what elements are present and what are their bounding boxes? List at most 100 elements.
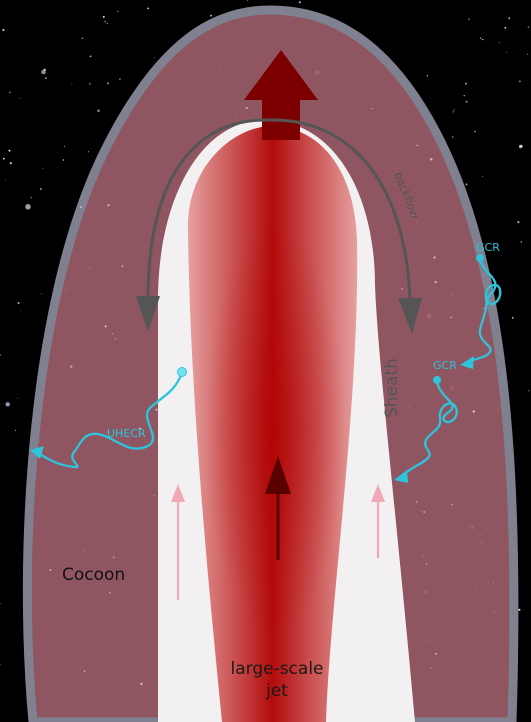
star [45, 77, 47, 79]
cocoon-star [109, 592, 110, 593]
cocoon-star [70, 366, 72, 368]
jet-label-line2: jet [265, 681, 288, 701]
cocoon-star [246, 107, 248, 109]
cocoon-star [140, 683, 142, 685]
star [517, 221, 519, 223]
star [482, 39, 483, 40]
gcr-lower-source-dot [433, 376, 441, 384]
cocoon-star [42, 168, 43, 169]
star [474, 131, 475, 132]
uhecr-source-dot [178, 368, 187, 377]
cocoon-star [473, 410, 475, 412]
cocoon-star [416, 501, 418, 503]
star [427, 75, 429, 77]
cocoon-star [493, 582, 494, 583]
star [466, 101, 468, 103]
cocoon-star [426, 563, 427, 564]
star [19, 98, 20, 99]
cocoon-star [435, 281, 437, 283]
star [40, 188, 42, 190]
star [107, 82, 109, 84]
cocoon-star [108, 204, 110, 206]
sheath-label: Sheath [382, 358, 402, 418]
star [88, 151, 89, 152]
star [518, 609, 520, 611]
cocoon-star [451, 504, 452, 505]
cocoon-star [435, 653, 437, 655]
cocoon-star [494, 611, 495, 612]
star [147, 8, 149, 10]
star [5, 179, 6, 180]
star [15, 430, 16, 431]
star [453, 111, 454, 112]
star [528, 390, 529, 391]
star [18, 302, 20, 304]
star [17, 398, 18, 399]
cocoon-star [401, 288, 403, 290]
star [527, 54, 528, 55]
cocoon-star [105, 325, 107, 327]
gcr-upper-label: GCR [476, 241, 500, 254]
cocoon-star [433, 256, 435, 258]
cocoon-star [417, 145, 419, 147]
jet-core-glow [205, 220, 345, 640]
star [9, 150, 11, 152]
star [482, 176, 483, 177]
cocoon-star [49, 569, 51, 571]
cocoon-star [423, 511, 425, 513]
cocoon-star [80, 206, 82, 208]
star [464, 95, 465, 96]
star [103, 16, 105, 18]
star [210, 15, 212, 17]
cocoon-label: Cocoon [62, 565, 125, 585]
cocoon-star [84, 670, 86, 672]
star [508, 17, 510, 19]
cocoon-star [429, 641, 430, 642]
star [299, 1, 301, 3]
star [506, 52, 507, 53]
cocoon-star [89, 268, 90, 269]
star [512, 317, 514, 319]
uhecr-label: UHECR [107, 427, 146, 440]
star [71, 84, 72, 85]
star [468, 18, 470, 20]
star [521, 145, 523, 147]
star [90, 56, 92, 58]
star [30, 197, 32, 199]
star [504, 27, 506, 29]
cocoon-star [113, 556, 115, 558]
cocoon-star [119, 78, 120, 79]
star [452, 136, 454, 138]
star [2, 29, 4, 31]
star [247, 0, 248, 1]
star [105, 21, 107, 23]
star [82, 38, 83, 39]
jet-label-line1: large-scale [230, 659, 323, 679]
cocoon-star [97, 110, 99, 112]
star [465, 83, 467, 85]
star [519, 81, 521, 83]
cocoon-star [465, 183, 467, 185]
star [454, 109, 455, 110]
star [3, 158, 5, 160]
cocoon-star [89, 83, 91, 85]
star [44, 69, 46, 71]
star [63, 159, 65, 161]
star [9, 92, 11, 94]
cocoon-star [122, 266, 124, 268]
cocoon-star [156, 409, 158, 411]
cocoon-star [450, 317, 451, 318]
star [117, 11, 118, 12]
star [41, 293, 42, 294]
cocoon-star [114, 338, 115, 339]
star [521, 241, 522, 242]
star [25, 204, 31, 210]
star [154, 57, 155, 58]
star [480, 37, 481, 38]
star [499, 42, 500, 43]
star [106, 23, 108, 25]
cocoon-star [417, 221, 418, 222]
cocoon-star [372, 108, 373, 109]
star [21, 311, 22, 312]
